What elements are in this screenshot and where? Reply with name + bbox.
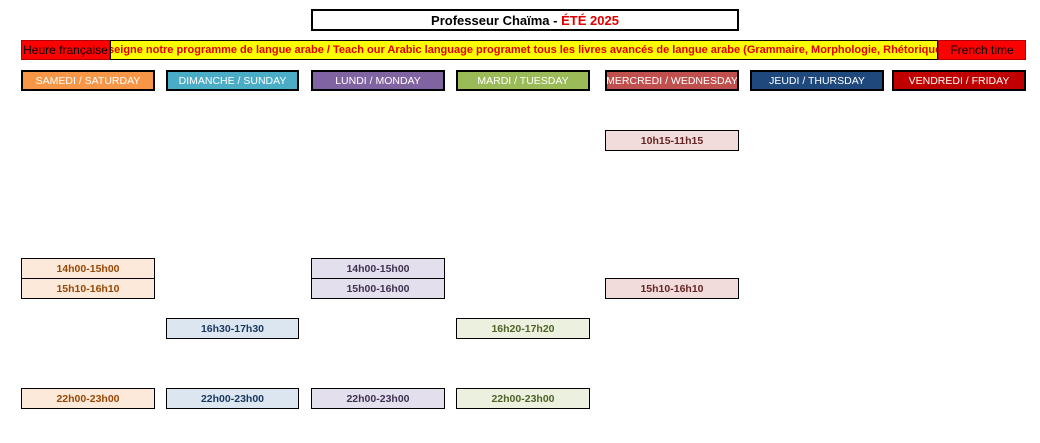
program-banner: Enseigne notre programme de langue arabe… xyxy=(110,40,938,60)
time-slot: 22h00-23h00 xyxy=(311,388,445,409)
day-header: SAMEDI / SATURDAY xyxy=(21,70,155,91)
time-slot: 22h00-23h00 xyxy=(166,388,299,409)
french-time-label: French time xyxy=(938,40,1026,60)
time-slot: 16h30-17h30 xyxy=(166,318,299,339)
page-title: Professeur Chaïma - ÉTÉ 2025 xyxy=(311,9,739,31)
time-slot: 16h20-17h20 xyxy=(456,318,590,339)
day-header: DIMANCHE / SUNDAY xyxy=(166,70,299,91)
time-slot: 14h00-15h00 xyxy=(311,258,445,279)
day-header: MERCREDI / WEDNESDAY xyxy=(605,70,739,91)
day-header: JEUDI / THURSDAY xyxy=(750,70,884,91)
day-header: MARDI / TUESDAY xyxy=(456,70,590,91)
french-hour-label: Heure française xyxy=(21,40,110,60)
time-slot: 10h15-11h15 xyxy=(605,130,739,151)
time-slot: 15h10-16h10 xyxy=(21,278,155,299)
day-header: LUNDI / MONDAY xyxy=(311,70,445,91)
title-season: ÉTÉ 2025 xyxy=(561,12,619,28)
time-slot: 15h00-16h00 xyxy=(311,278,445,299)
time-slot: 14h00-15h00 xyxy=(21,258,155,279)
title-prefix: Professeur Chaïma - xyxy=(431,12,558,28)
day-header: VENDREDI / FRIDAY xyxy=(892,70,1026,91)
time-slot: 15h10-16h10 xyxy=(605,278,739,299)
time-slot: 22h00-23h00 xyxy=(21,388,155,409)
time-slot: 22h00-23h00 xyxy=(456,388,590,409)
